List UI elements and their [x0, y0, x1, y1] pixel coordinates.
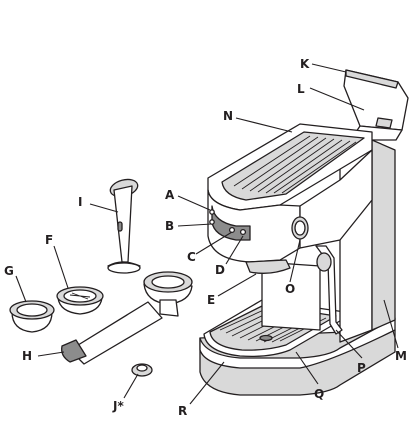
control-panel [209, 205, 251, 241]
leader-lines [15, 63, 399, 405]
label-j: J* [112, 399, 124, 413]
label-h: H [22, 349, 32, 363]
filter-basket-double [56, 286, 104, 315]
label-c: C [187, 250, 196, 264]
label-b: B [165, 219, 174, 233]
label-l: L [297, 82, 305, 96]
label-f: F [45, 233, 53, 247]
label-r: R [178, 404, 187, 418]
part-labels: K L N A B C D E O I F G H J* R Q P M [4, 57, 407, 418]
label-k: K [300, 57, 310, 71]
power-button-indicator [209, 209, 215, 215]
water-tank-lid [343, 69, 409, 141]
cleaning-pin [131, 363, 153, 377]
steam-knob [291, 216, 309, 240]
double-shot-button [239, 228, 247, 236]
label-d: D [215, 263, 225, 277]
label-p: P [357, 361, 366, 375]
brew-head [245, 259, 291, 274]
steam-wand [315, 245, 343, 335]
single-shot-button [228, 226, 236, 234]
filter-basket-single [9, 300, 55, 333]
tamper [107, 178, 141, 274]
label-n: N [223, 109, 233, 123]
label-o: O [285, 282, 295, 296]
label-g: G [4, 264, 14, 278]
portafilter [61, 271, 193, 365]
cup-warmer-tray [221, 131, 365, 201]
label-q: Q [314, 387, 324, 401]
label-m: M [395, 349, 407, 363]
label-i: I [78, 195, 82, 209]
label-e: E [207, 293, 215, 307]
label-a: A [165, 188, 175, 202]
